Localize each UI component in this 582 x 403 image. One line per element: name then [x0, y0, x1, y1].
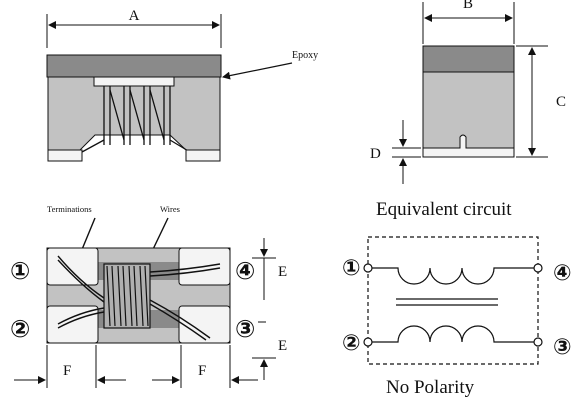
circuit-pin-2-node — [363, 337, 373, 347]
side-view: B C D Equivalent circuit — [370, 0, 566, 220]
pad-1 — [46, 247, 99, 286]
side-epoxy — [422, 45, 515, 73]
no-polarity-caption: No Polarity — [386, 377, 475, 398]
circuit-pin-1-label: ① — [342, 256, 361, 281]
circuit-pin-4-node — [533, 263, 543, 273]
dim-b-label: B — [463, 0, 473, 12]
front-view: A Epoxy — [46, 8, 318, 162]
epoxy-layer — [46, 54, 222, 78]
circuit-pin-2-label: ② — [342, 331, 361, 356]
front-winding-window — [93, 76, 175, 87]
dim-d-label: D — [370, 146, 381, 162]
equivalent-circuit-title: Equivalent circuit — [376, 199, 512, 220]
side-terminations — [422, 134, 515, 158]
dim-c-label: C — [556, 94, 566, 110]
pad-2 — [46, 305, 99, 344]
dim-a-label: A — [129, 8, 140, 24]
front-coil — [103, 86, 171, 145]
circuit-pin-3-node — [533, 337, 543, 347]
side-body — [422, 69, 515, 149]
pin-2-label: ② — [10, 315, 30, 343]
circuit-pin-4-label: ④ — [553, 261, 572, 286]
circuit-winding-upper — [372, 267, 534, 285]
epoxy-leader — [222, 62, 293, 80]
circuit-pin-3-label: ③ — [553, 335, 572, 360]
pad-3 — [178, 305, 231, 344]
front-termination-right — [185, 149, 221, 162]
front-lead-left — [81, 139, 105, 153]
pin-4-label: ④ — [235, 257, 255, 285]
dim-f-right-label: F — [198, 363, 206, 379]
dim-e-top-label: E — [278, 264, 287, 280]
terminations-label: Terminations — [47, 204, 92, 214]
bottom-view: Terminations Wires ① ② ④ — [10, 204, 287, 388]
circuit-winding-lower — [372, 325, 534, 343]
dim-e-bottom-label: E — [278, 338, 287, 354]
equivalent-circuit: ① ② ④ ③ No Polarity — [342, 236, 572, 398]
epoxy-label: Epoxy — [292, 50, 318, 61]
pin-3-label: ③ — [235, 315, 255, 343]
dim-f-left-label: F — [63, 363, 71, 379]
circuit-dashed-frame — [367, 236, 539, 365]
front-termination-left — [47, 149, 83, 162]
pin-1-label: ① — [10, 257, 30, 285]
circuit-pin-1-node — [363, 263, 373, 273]
wires-label: Wires — [160, 204, 180, 214]
bottom-coil — [103, 263, 151, 329]
bottom-wires — [57, 255, 221, 341]
